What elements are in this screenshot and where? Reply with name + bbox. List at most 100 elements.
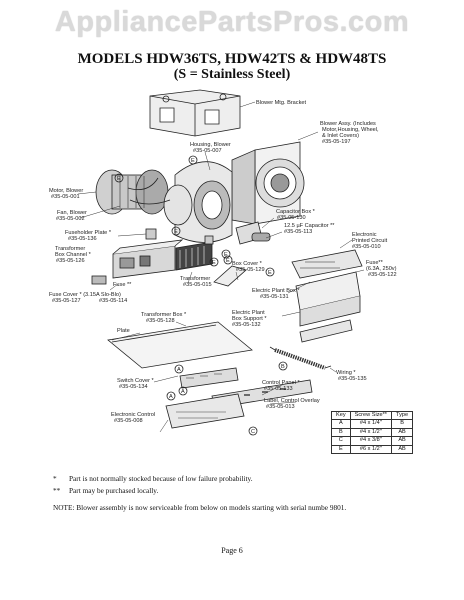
- footnote-mark: **: [53, 486, 61, 495]
- label-plate: Plate: [117, 328, 130, 334]
- label-electronic-pc-2: Printed Circuit: [352, 238, 388, 244]
- svg-text:A: A: [169, 394, 173, 400]
- screw-size: #6 x 1/2": [349, 444, 392, 455]
- label-electronic-control-part: #35-05-008: [114, 418, 143, 424]
- label-motor-blower: Motor, Blower: [49, 188, 83, 194]
- label-fuseholder-plate: Fuseholder Plate *: [65, 230, 112, 236]
- box-cover-drawing: [213, 265, 353, 343]
- label-electronic-pc-part: #35-05-010: [352, 244, 381, 250]
- screw-key: A: [331, 419, 351, 429]
- label-plant-support-part: #35-05-132: [232, 322, 261, 328]
- label-transformer-box: Transformer Box *: [141, 312, 187, 318]
- electric-plant-box-drawing: [295, 271, 361, 327]
- label-box-cover-part: #35-05-129: [236, 267, 265, 273]
- screw-header-type: Type: [390, 410, 414, 421]
- transformer-box-drawing: [91, 228, 214, 285]
- table-row: A #4 x 1/4" B: [331, 419, 414, 429]
- switch-cover-drawing: [179, 367, 239, 389]
- label-fan-part: #35-05-002: [56, 216, 85, 222]
- site-watermark: AppliancePartsPros.com: [54, 6, 410, 38]
- label-fuse-left: Fuse **: [113, 282, 132, 288]
- svg-text:E: E: [174, 229, 178, 235]
- label-fuse-right-spec: (6.3A, 250v): [366, 266, 397, 272]
- label-control-panel: Control Panel *: [262, 380, 300, 386]
- label-blower-assy-3: & Inlet Covers): [322, 133, 359, 139]
- label-electric-plant-box: Electric Plant Box *: [252, 288, 300, 294]
- motor-fan-drawing: [95, 169, 193, 226]
- page-title: MODELS HDW36TS, HDW42TS & HDW48TS: [77, 51, 387, 67]
- label-electric-plant-box-part: #35-05-131: [260, 294, 289, 300]
- screw-type: AB: [390, 436, 414, 446]
- screw-type: AB: [390, 444, 414, 455]
- screw-size: #4 x 1/4": [349, 419, 392, 429]
- svg-text:E: E: [212, 260, 216, 266]
- table-row: B #4 x 1/2" AB: [331, 427, 414, 438]
- label-blower-assy-2: Motor,Housing, Wheel,: [322, 127, 379, 133]
- screw-size: #4 x 1/2": [349, 427, 392, 438]
- label-housing-blower: Housing, Blower: [190, 142, 231, 148]
- label-fuse-right: Fuse**: [366, 260, 384, 266]
- footnote-local-purchase: ** Part may be purchased locally.: [53, 486, 158, 495]
- footnote-text: Part is not normally stocked because of …: [69, 474, 253, 483]
- svg-text:E: E: [224, 252, 228, 258]
- screw-size: #4 x 3/8": [349, 436, 392, 446]
- screw-key: C: [331, 436, 351, 446]
- label-blower-bracket: Blower Mtg. Bracket: [256, 100, 306, 106]
- label-transformer-channel-1: Transformer: [55, 246, 85, 252]
- label-transformer-part: #35-05-015: [183, 282, 212, 288]
- label-transformer-channel-part: #35-05-126: [56, 258, 85, 264]
- label-transformer-channel-2: Box Channel *: [55, 252, 92, 258]
- footnote-not-stocked: * Part is not normally stocked because of…: [53, 474, 253, 483]
- svg-text:E: E: [191, 158, 195, 164]
- serviceability-note: NOTE: Blower assembly is now serviceable…: [53, 503, 347, 512]
- footnote-text: Part may be purchased locally.: [69, 486, 159, 495]
- svg-text:A: A: [177, 367, 181, 373]
- screw-header-size: Screw Size**: [349, 410, 392, 421]
- blower-assembly-drawing: [231, 141, 305, 225]
- label-electronic-pc-1: Electronic: [352, 232, 377, 238]
- footnote-mark: *: [53, 474, 57, 483]
- label-transformer-box-part: #35-05-128: [146, 318, 175, 324]
- screw-key: B: [331, 427, 351, 438]
- screw-key-letters: E E E E E B A A A C E E: [117, 158, 285, 435]
- label-fan-blower: Fan, Blower: [57, 210, 87, 216]
- label-overlay: Label, Control Overlay: [264, 398, 320, 404]
- label-switch-cover: Switch Cover *: [117, 378, 155, 384]
- page-subtitle: (S = Stainless Steel): [173, 67, 291, 82]
- exploded-parts-diagram: E E E E E B A A A C E E: [77, 89, 365, 436]
- screw-key-callouts: [114, 155, 288, 436]
- svg-text:C: C: [251, 429, 255, 435]
- label-capacitor-box-part: #35-05-130: [277, 215, 306, 221]
- label-switch-cover-part: #35-05-134: [119, 384, 148, 390]
- label-capacitor-box: Capacitor Box *: [276, 209, 316, 215]
- svg-text:B: B: [281, 364, 285, 370]
- label-blower-assy-part: #35-05-197: [322, 139, 351, 145]
- label-fuse-cover-part-a: #35-05-127: [52, 298, 81, 304]
- page-number: Page 6: [221, 546, 243, 555]
- label-control-panel-part: #35-05-133: [264, 386, 293, 392]
- label-overlay-part: #35-05-013: [266, 404, 295, 410]
- screw-table-header: Key Screw Size** Type: [331, 410, 414, 421]
- svg-text:E: E: [268, 270, 272, 276]
- label-capacitor: 12.5 µF Capacitor **: [284, 223, 335, 229]
- label-box-cover: Box Cover *: [232, 261, 263, 267]
- screw-type: AB: [390, 427, 414, 438]
- label-blower-assy-1: Blower Assy. (Includes: [320, 121, 376, 127]
- wiring-drawing: [269, 346, 332, 370]
- screw-key: E: [331, 444, 351, 455]
- screw-size-table: Key Screw Size** Type A #4 x 1/4" B B #4…: [331, 410, 414, 455]
- label-electronic-control: Electronic Control: [111, 412, 155, 418]
- label-motor-part: #35-05-001: [51, 194, 80, 200]
- svg-text:E: E: [226, 258, 230, 264]
- label-fuse-cover: Fuse Cover * (3.15A Slo-Blo): [49, 292, 121, 298]
- label-fuseholder-part: #35-05-136: [68, 236, 97, 242]
- diagram-labels: Blower Mtg. Bracket Housing, Blower #35-…: [49, 100, 397, 424]
- label-plant-support-1: Electric Plant: [232, 310, 265, 316]
- svg-text:A: A: [181, 389, 185, 395]
- svg-text:E: E: [117, 176, 121, 182]
- blower-bracket-drawing: [149, 89, 241, 137]
- label-fuse-cover-part-b: #35-05-114: [99, 298, 127, 304]
- label-housing-part: #35-05-007: [193, 148, 222, 154]
- printed-circuit-drawing: [291, 249, 363, 279]
